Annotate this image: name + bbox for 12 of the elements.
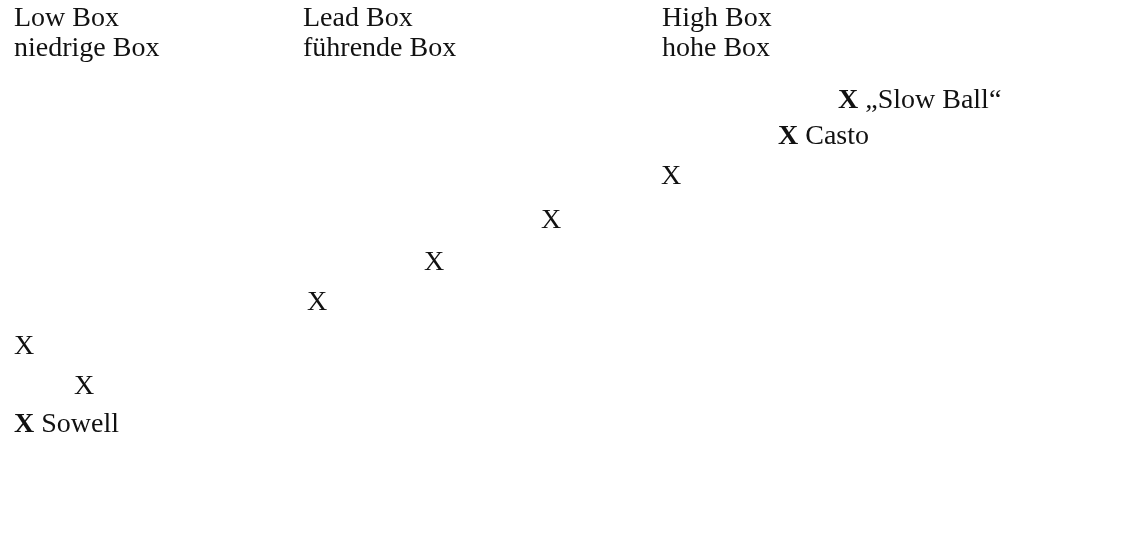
data-mark: X [541,204,562,234]
data-mark: X [661,160,682,190]
column-heading: Lead Box führende Box [303,2,458,62]
column-heading: Low Box niedrige Box [14,2,161,62]
data-mark: X Casto [778,120,869,150]
column-heading: High Box hohe Box [662,2,773,62]
data-mark: X [74,370,95,400]
data-mark: X Sowell [14,408,119,438]
data-mark: X „Slow Ball“ [838,84,1002,114]
data-mark: X [307,286,328,316]
data-mark: X [424,246,445,276]
data-mark: X [14,330,35,360]
